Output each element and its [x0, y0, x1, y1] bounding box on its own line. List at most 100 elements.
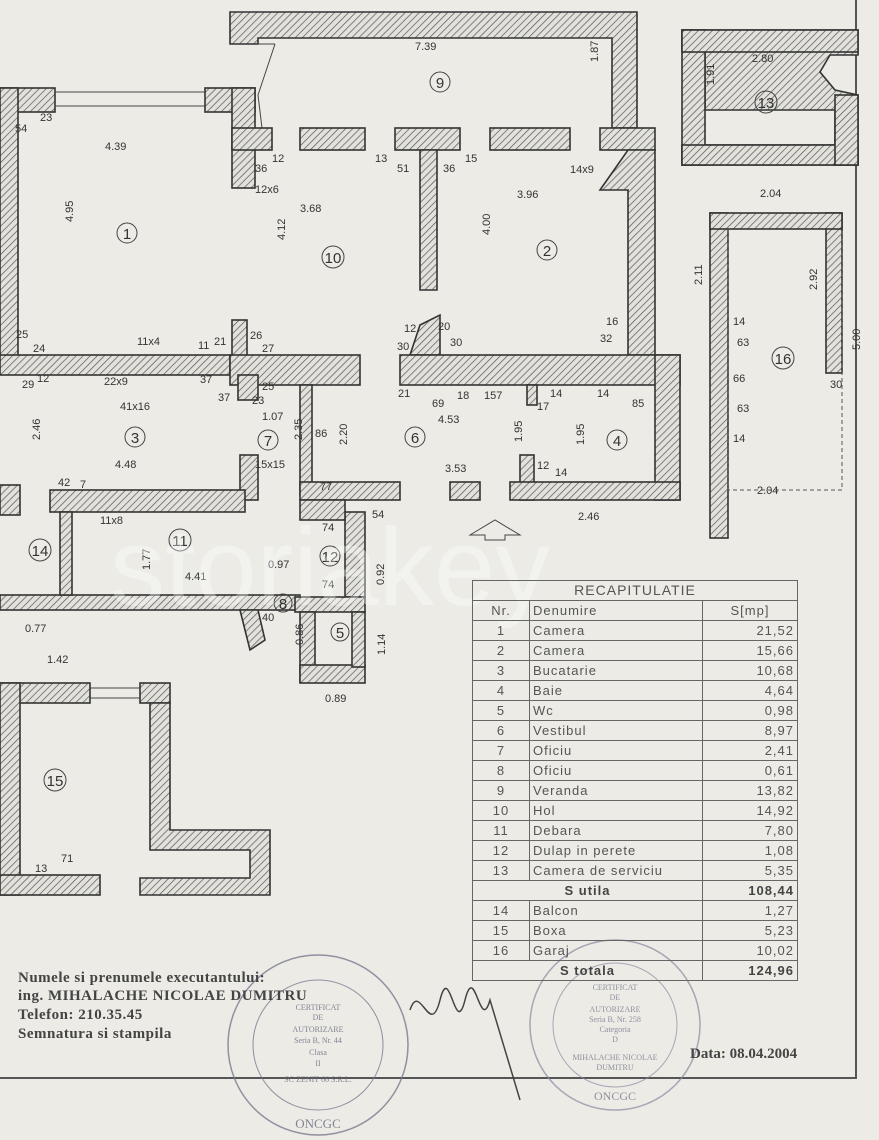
dimension-label: 2.11: [693, 264, 705, 285]
cell-area: 1,08: [702, 840, 798, 861]
cell-name: Hol: [529, 800, 703, 821]
dimension-label: 0.97: [268, 559, 289, 571]
dimension-label: 14: [597, 388, 609, 400]
cell-nr: 12: [472, 840, 530, 861]
cell-nr: 2: [472, 640, 530, 661]
dimension-label: 36: [443, 163, 455, 175]
total-label: S totala: [472, 960, 703, 981]
cell-area: 10,02: [702, 940, 798, 961]
room-12: 12: [319, 545, 341, 567]
date: Data: 08.04.2004: [690, 1046, 798, 1062]
dimension-label: 37: [218, 392, 230, 404]
dimension-label: 12: [272, 153, 284, 165]
dimension-label: 85: [632, 398, 644, 410]
subtotal-label: S utila: [472, 880, 703, 901]
dimension-label: 0.86: [294, 624, 306, 645]
room-11: 11: [168, 528, 192, 552]
room-14: 14: [28, 538, 52, 562]
svg-text:5: 5: [336, 625, 344, 642]
cell-nr: 10: [472, 800, 530, 821]
cell-nr: 9: [472, 780, 530, 801]
svg-text:1: 1: [123, 226, 131, 243]
dimension-label: 77: [320, 481, 332, 493]
dimension-label: 21: [398, 388, 410, 400]
room-5: 5: [330, 622, 350, 642]
svg-text:MIHALACHE NICOLAE: MIHALACHE NICOLAE: [572, 1053, 657, 1062]
frame-bottom: [0, 1077, 857, 1079]
cell-name: Oficiu: [529, 760, 703, 781]
cell-nr: 11: [472, 820, 530, 841]
dimension-label: 14: [733, 433, 745, 445]
cell-area: 0,98: [702, 700, 798, 721]
total-area: 124,96: [702, 960, 798, 981]
dimension-label: 12: [537, 460, 549, 472]
dimension-label: 32: [600, 333, 612, 345]
walls: [0, 11, 859, 896]
cell-nr: 8: [472, 760, 530, 781]
dimension-label: 4.53: [438, 414, 459, 426]
dimension-label: 4.41: [185, 571, 206, 583]
dimension-label: 4.95: [64, 201, 76, 222]
svg-text:13: 13: [758, 95, 775, 112]
dimension-label: 5.00: [851, 329, 863, 350]
dimension-label: 14x9: [570, 164, 594, 176]
dimension-label: 12x6: [255, 184, 279, 196]
dimension-label: 0.77: [25, 623, 46, 635]
room-3: 3: [124, 426, 146, 448]
cell-area: 4,64: [702, 680, 798, 701]
cell-name: Baie: [529, 680, 703, 701]
dimension-label: 2.04: [760, 188, 781, 200]
dimension-label: 157: [484, 390, 502, 402]
cell-name: Debara: [529, 820, 703, 841]
dimension-label: 12: [404, 323, 416, 335]
cell-nr: 3: [472, 660, 530, 681]
executant-name: ing. MIHALACHE NICOLAE DUMITRU: [18, 988, 308, 1004]
cell-nr: 7: [472, 740, 530, 761]
cell-area: 21,52: [702, 620, 798, 641]
svg-text:DE: DE: [610, 993, 621, 1002]
cell-name: Boxa: [529, 920, 703, 941]
dimension-label: 3.96: [517, 189, 538, 201]
cell-area: 5,23: [702, 920, 798, 941]
dimension-label: 69: [432, 398, 444, 410]
dimension-label: 22x9: [104, 376, 128, 388]
cell-area: 5,35: [702, 860, 798, 881]
dimension-label: 40: [262, 612, 274, 624]
svg-text:4: 4: [613, 433, 621, 450]
svg-text:D: D: [612, 1035, 618, 1044]
dimension-label: 4.00: [481, 214, 493, 235]
dimension-label: 24: [33, 343, 45, 355]
cell-nr: 14: [472, 900, 530, 921]
dimension-label: 18: [457, 390, 469, 402]
dimension-label: 54: [372, 509, 384, 521]
table-header: Nr. Denumire S[mp]: [472, 600, 798, 621]
dimension-label: 27: [262, 343, 274, 355]
cell-area: 0,61: [702, 760, 798, 781]
header-name: Denumire: [529, 600, 703, 621]
room-16: 16: [771, 346, 795, 370]
cell-nr: 16: [472, 940, 530, 961]
room-10: 10: [321, 245, 345, 269]
cell-name: Wc: [529, 700, 703, 721]
dimension-label: 2.92: [808, 269, 820, 290]
svg-text:AUTORIZARE: AUTORIZARE: [590, 1005, 641, 1014]
dimension-label: 25: [16, 329, 28, 341]
cell-name: Bucatarie: [529, 660, 703, 681]
cell-name: Oficiu: [529, 740, 703, 761]
dimension-label: 30: [830, 379, 842, 391]
room-numbers: 1 2 3 4 5 6 7 8 9 10 11 12 13 14 15 16: [28, 71, 795, 792]
dimension-label: 63: [737, 403, 749, 415]
svg-text:8: 8: [279, 596, 287, 613]
dimension-label: 3.53: [445, 463, 466, 475]
cell-nr: 15: [472, 920, 530, 941]
dimension-label: 1.95: [513, 421, 525, 442]
room-15: 15: [43, 768, 67, 792]
dimension-label: 37: [200, 374, 212, 386]
